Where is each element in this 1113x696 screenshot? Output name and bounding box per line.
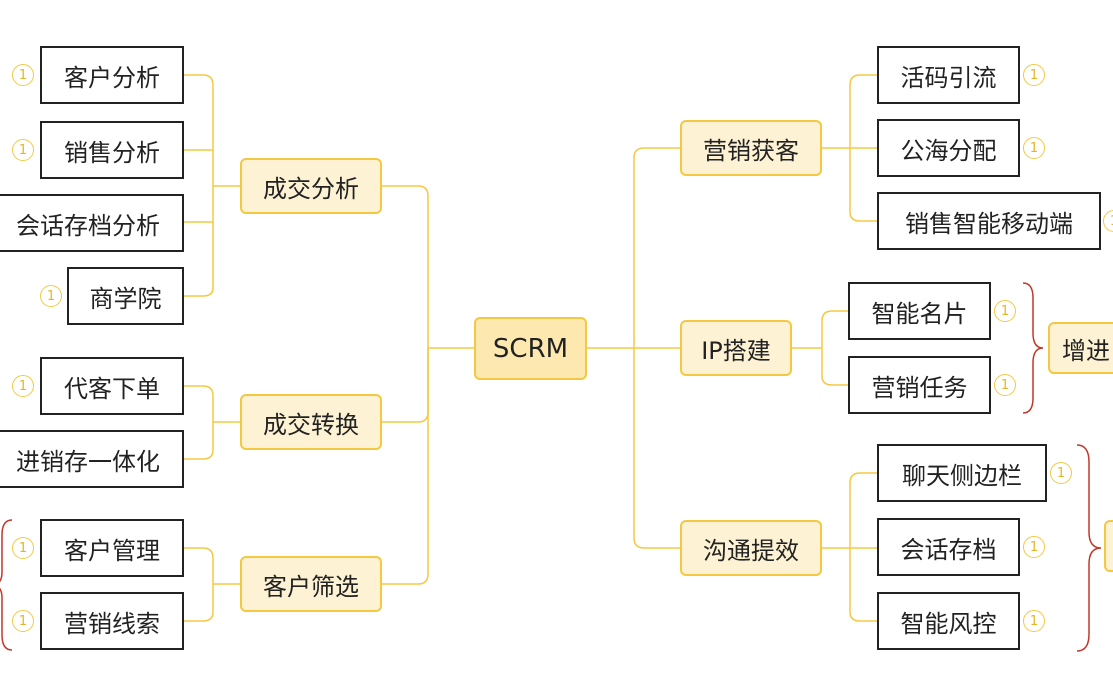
- leaf-customer-management[interactable]: 客户管理: [40, 519, 184, 577]
- topic-deal-analysis[interactable]: 成交分析: [240, 158, 382, 214]
- topic-customer-filter[interactable]: 客户筛选: [240, 556, 382, 612]
- badge-number-icon: 1: [994, 374, 1016, 396]
- badge-number-icon: 1: [12, 139, 34, 161]
- leaf-business-school[interactable]: 商学院: [67, 267, 184, 325]
- connector-deal-conversion-children: [184, 385, 240, 460]
- leaf-live-code-traffic[interactable]: 活码引流: [877, 46, 1020, 104]
- badge-number-icon: 1: [1023, 137, 1045, 159]
- leaf-smart-card[interactable]: 智能名片: [848, 282, 991, 340]
- leaf-marketing-leads[interactable]: 营销线索: [40, 592, 184, 650]
- connector-root-deal-conversion: [382, 348, 429, 423]
- leaf-sales-smart-mobile[interactable]: 销售智能移动端: [877, 192, 1101, 250]
- connector-customer-filter-children: [184, 547, 240, 622]
- leaf-session-archive-analysis[interactable]: 会话存档分析: [0, 194, 184, 252]
- connector-deal-analysis-children: [184, 74, 240, 297]
- topic-communication[interactable]: 沟通提效: [680, 520, 822, 576]
- connector-root-deal-analysis: [382, 185, 474, 349]
- badge-number-icon: 1: [1023, 64, 1045, 86]
- connector-marketing-children: [820, 74, 877, 222]
- leaf-marketing-task[interactable]: 营销任务: [848, 356, 991, 414]
- leaf-sales-analysis[interactable]: 销售分析: [40, 121, 184, 179]
- summary-bracket-communication: [1076, 444, 1102, 652]
- leaf-public-pool-allocation[interactable]: 公海分配: [877, 119, 1020, 177]
- topic-deal-conversion[interactable]: 成交转换: [240, 394, 382, 450]
- connector-communication-children: [820, 472, 877, 622]
- leaf-smart-risk-control[interactable]: 智能风控: [877, 592, 1020, 650]
- root-node[interactable]: SCRM: [474, 317, 587, 380]
- summary-bracket-customer-filter: [0, 519, 13, 651]
- leaf-proxy-order[interactable]: 代客下单: [40, 357, 184, 415]
- summary-bracket-ip: [1022, 282, 1044, 414]
- badge-number-icon: 1: [1023, 610, 1045, 632]
- badge-number-icon: 1: [12, 64, 34, 86]
- connector-root-communication: [633, 348, 680, 549]
- badge-number-icon: 1: [12, 375, 34, 397]
- summary-tag-ip[interactable]: 增进: [1048, 322, 1113, 374]
- badge-number-icon: 1: [1050, 462, 1072, 484]
- connector-ip-children: [792, 310, 848, 386]
- leaf-customer-analysis[interactable]: 客户分析: [40, 46, 184, 104]
- connector-root-customer-filter: [382, 348, 429, 585]
- topic-marketing-acquisition[interactable]: 营销获客: [680, 120, 822, 176]
- leaf-chat-sidebar[interactable]: 聊天侧边栏: [877, 444, 1047, 502]
- badge-number-icon: 1: [40, 285, 62, 307]
- leaf-session-archive[interactable]: 会话存档: [877, 518, 1020, 576]
- topic-ip-building[interactable]: IP搭建: [680, 320, 792, 376]
- badge-number-icon: 1: [12, 537, 34, 559]
- badge-number-icon: 1: [12, 610, 34, 632]
- summary-tag-communication[interactable]: [1104, 520, 1113, 572]
- badge-number-icon: 1: [1023, 536, 1045, 558]
- connector-root-marketing: [587, 147, 680, 349]
- leaf-inventory-integration[interactable]: 进销存一体化: [0, 430, 184, 488]
- badge-number-icon: 1: [994, 300, 1016, 322]
